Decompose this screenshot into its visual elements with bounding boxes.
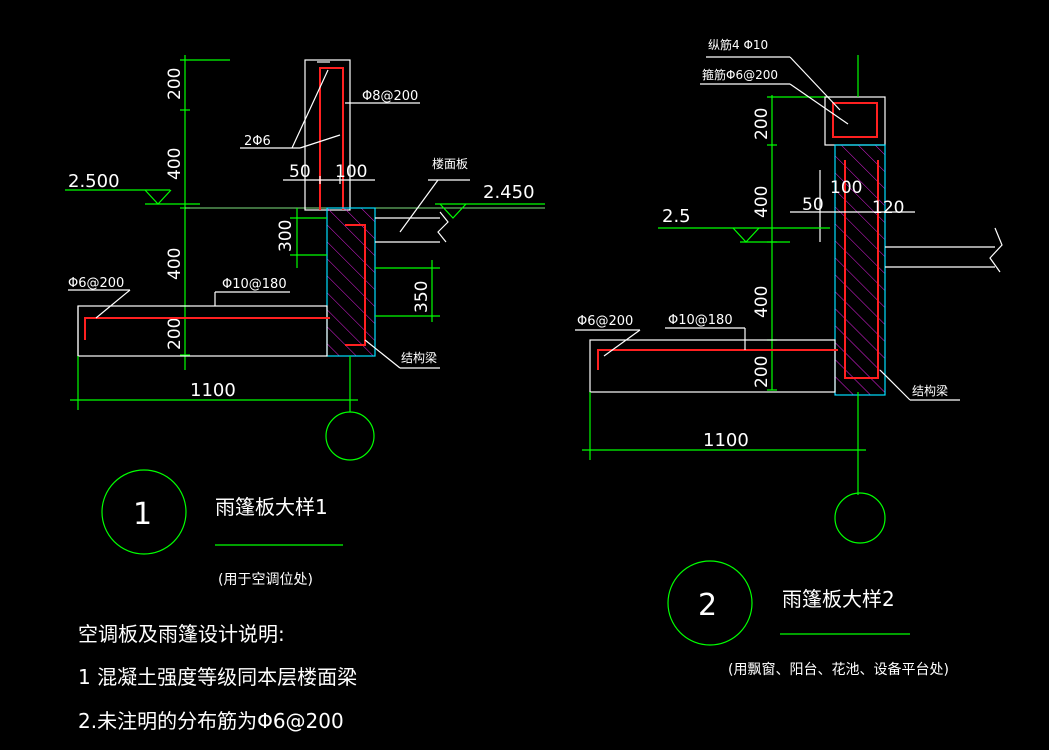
detail-1-title: 雨篷板大样1 bbox=[215, 495, 328, 519]
elevation-25: 2.5 bbox=[662, 206, 691, 227]
detail-1: 200 400 400 200 2.500 Φ8@200 2Φ6 50 100 bbox=[65, 55, 545, 588]
d2-structural-beam-label: 结构梁 bbox=[912, 383, 948, 398]
detail-1-subtitle: (用于空调位处) bbox=[218, 572, 313, 588]
axis-bubble-1 bbox=[325, 411, 375, 461]
d2-rebar-phi6-label: Φ6@200 bbox=[577, 314, 633, 329]
d2-dim-400-lower: 400 bbox=[752, 286, 772, 318]
d2-dim-120: 120 bbox=[872, 198, 904, 218]
dim-300: 300 bbox=[276, 220, 296, 252]
detail-2-title: 雨篷板大样2 bbox=[782, 587, 895, 611]
d2-dim-400-upper: 400 bbox=[752, 186, 772, 218]
dim-400-lower: 400 bbox=[165, 248, 185, 280]
design-notes: 空调板及雨篷设计说明: 1 混凝土强度等级同本层楼面梁 2.未注明的分布筋为Φ6… bbox=[78, 622, 357, 733]
structural-wall bbox=[834, 144, 886, 396]
axis-bubble-2 bbox=[834, 492, 886, 544]
d2-rebar-phi10-label: Φ10@180 bbox=[668, 313, 733, 328]
note-2: 2.未注明的分布筋为Φ6@200 bbox=[78, 709, 344, 733]
dim-1100: 1100 bbox=[190, 380, 236, 401]
top-beam-stirrup bbox=[832, 102, 878, 138]
cantilever-slab bbox=[77, 305, 328, 357]
rebar-phi8-label: Φ8@200 bbox=[362, 89, 418, 104]
detail-number-1: 1 bbox=[133, 497, 152, 532]
detail-number-circle-1 bbox=[101, 469, 187, 555]
d2-dim-100: 100 bbox=[830, 178, 862, 198]
structural-beam-label: 结构梁 bbox=[401, 350, 437, 365]
rebar-stirrup-label: 箍筋Φ6@200 bbox=[702, 67, 778, 82]
d2-dim-1100: 1100 bbox=[703, 430, 749, 451]
detail-number-circle-2 bbox=[667, 560, 753, 646]
dim-200-bottom: 200 bbox=[165, 318, 185, 350]
d2-cantilever-slab bbox=[589, 339, 836, 393]
dim-50: 50 bbox=[289, 162, 311, 182]
structural-beam bbox=[326, 207, 376, 357]
dim-200-top: 200 bbox=[165, 68, 185, 100]
elevation-2500: 2.500 bbox=[68, 171, 120, 192]
parapet-rebar bbox=[319, 67, 344, 210]
d2-dim-200-bottom: 200 bbox=[752, 356, 772, 388]
d2-dim-200-top: 200 bbox=[752, 108, 772, 140]
notes-heading: 空调板及雨篷设计说明: bbox=[78, 622, 285, 646]
detail-number-2: 2 bbox=[698, 588, 717, 623]
detail-2: 200 400 400 200 纵筋4 Φ10 箍筋Φ6@200 100 50 … bbox=[575, 37, 1003, 678]
detail-2-subtitle: (用飘窗、阳台、花池、设备平台处) bbox=[728, 661, 949, 678]
note-1: 1 混凝土强度等级同本层楼面梁 bbox=[78, 665, 357, 689]
rebar-long-label: 纵筋4 Φ10 bbox=[708, 37, 768, 52]
dim-400-upper: 400 bbox=[165, 148, 185, 180]
rebar-phi6-label: Φ6@200 bbox=[68, 276, 124, 291]
dim-350: 350 bbox=[412, 281, 432, 313]
elevation-2450: 2.450 bbox=[483, 182, 535, 203]
dim-100: 100 bbox=[335, 162, 367, 182]
d2-dim-50: 50 bbox=[802, 195, 824, 215]
floor-slab-label: 楼面板 bbox=[432, 156, 468, 171]
rebar-phi10-label: Φ10@180 bbox=[222, 277, 287, 292]
rebar-2phi6-label: 2Φ6 bbox=[244, 134, 271, 149]
